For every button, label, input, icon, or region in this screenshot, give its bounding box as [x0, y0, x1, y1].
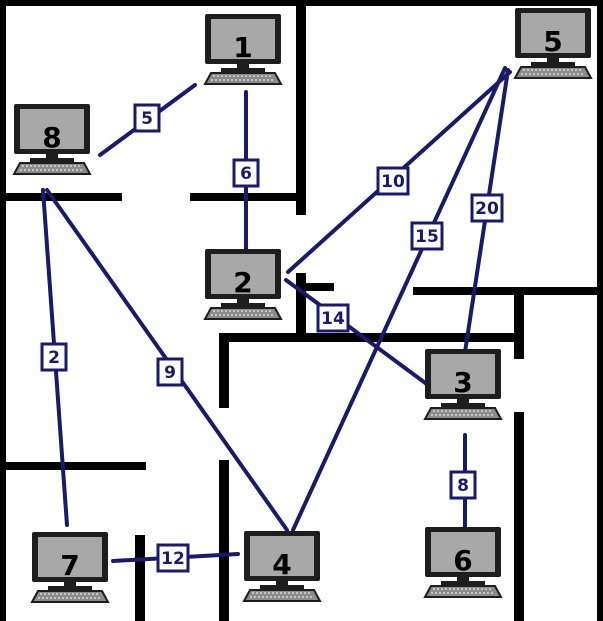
monitor-screen [431, 532, 495, 572]
computer-6: 6 [423, 527, 503, 598]
weight-label-8-4: 9 [156, 357, 184, 387]
outer-wall-right [597, 0, 603, 621]
weight-value: 12 [161, 549, 185, 569]
weight-box [410, 221, 444, 251]
keyboard-icon [242, 589, 322, 602]
link-2-3 [284, 278, 430, 387]
monitor-screen [521, 13, 585, 53]
monitor-screen [211, 19, 275, 59]
weight-value: 14 [321, 309, 345, 329]
weight-box [449, 470, 477, 500]
monitor-screen [38, 537, 102, 577]
weight-box [470, 193, 504, 223]
weight-label-2-3: 14 [316, 303, 350, 333]
wall-lower-left-divider [135, 535, 145, 621]
weight-label-5-4: 15 [410, 221, 444, 251]
weight-value: 5 [141, 109, 153, 129]
computer-label: 4 [272, 548, 291, 581]
computer-label: 1 [233, 31, 252, 64]
monitor-stand [457, 399, 469, 404]
keyboard-icon [30, 590, 110, 603]
weight-value: 9 [164, 363, 176, 383]
computer-2: 2 [203, 249, 283, 320]
keyboard-icon [423, 407, 503, 420]
wall-center-room-top [219, 333, 524, 342]
computer-label: 3 [453, 366, 472, 399]
wall-top-room-right [296, 0, 306, 215]
keyboard-icon [203, 72, 283, 85]
monitor-stand [237, 64, 249, 69]
computer-5: 5 [513, 8, 593, 79]
wall-lower-right-room [514, 412, 524, 621]
monitor-stand [457, 577, 469, 582]
monitor-base [221, 303, 265, 307]
computer-1: 1 [203, 14, 283, 85]
weight-label-5-3: 20 [470, 193, 504, 223]
monitor-base [531, 62, 575, 66]
weight-value: 20 [475, 199, 499, 219]
computer-4: 4 [242, 531, 322, 602]
weight-label-5-2: 10 [376, 166, 410, 196]
wall-lower-left-top [0, 462, 146, 470]
monitor-base [48, 586, 92, 590]
weight-label-8-1: 5 [133, 103, 161, 133]
monitor-base [441, 581, 485, 585]
weight-label-1-2: 6 [232, 158, 260, 188]
weight-label-8-7: 2 [40, 342, 68, 372]
computer-label: 6 [453, 544, 472, 577]
weight-value: 6 [240, 164, 252, 184]
weight-value: 15 [415, 227, 439, 247]
wall-left-room-bottom [0, 193, 122, 201]
monitor-base [260, 585, 304, 589]
weight-box [232, 158, 260, 188]
computer-7: 7 [30, 532, 110, 603]
computer-8: 8 [12, 104, 92, 175]
monitor-screen [250, 536, 314, 576]
wall-center-room-left [219, 333, 229, 408]
monitor-screen [20, 109, 84, 149]
monitor-base [30, 158, 74, 162]
monitor-base [221, 68, 265, 72]
monitor-stand [46, 154, 58, 159]
wall-center-stub-vertical [296, 273, 306, 337]
computer-label: 2 [233, 266, 252, 299]
weight-label-3-6: 8 [449, 470, 477, 500]
wall-right-room-stub [514, 287, 524, 359]
keyboard-icon [423, 585, 503, 598]
weight-box [156, 357, 184, 387]
outer-wall-left [0, 0, 6, 621]
monitor-base [441, 403, 485, 407]
keyboard-icon [12, 162, 92, 175]
keyboard-icon [513, 66, 593, 79]
weight-box [376, 166, 410, 196]
link-weights: 5 6 10 15 20 14 2 9 8 12 [40, 103, 504, 573]
monitor-stand [276, 581, 288, 586]
link-5-4 [291, 66, 507, 532]
monitor-screen [211, 254, 275, 294]
monitor-screen [431, 354, 495, 394]
wall-right-corridor [413, 287, 603, 295]
computer-label: 7 [60, 549, 79, 582]
weight-box [133, 103, 161, 133]
monitor-stand [237, 299, 249, 304]
weight-box [156, 543, 190, 573]
weight-value: 2 [48, 348, 60, 368]
monitor-stand [64, 582, 76, 587]
wall-lower-left-room-right [219, 460, 229, 621]
computer-label: 8 [42, 121, 61, 154]
weight-value: 10 [381, 172, 405, 192]
weight-value: 8 [457, 476, 469, 496]
monitor-stand [547, 58, 559, 63]
wall-center-stub-horizontal [296, 283, 334, 291]
computer-3: 3 [423, 349, 503, 420]
computer-label: 5 [543, 25, 562, 58]
weight-box [316, 303, 350, 333]
weight-box [40, 342, 68, 372]
keyboard-icon [203, 307, 283, 320]
weight-label-7-4: 12 [156, 543, 190, 573]
